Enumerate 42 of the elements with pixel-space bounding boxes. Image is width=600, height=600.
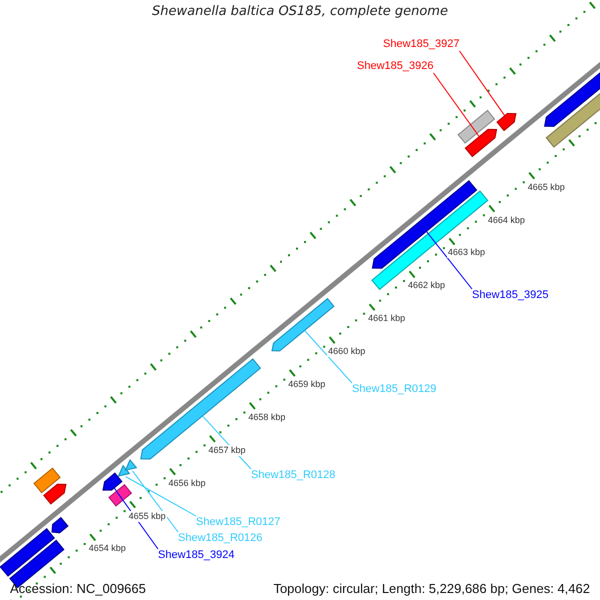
gene-label: Shew185_3924	[158, 549, 234, 562]
tick-label: 4654 kbp	[88, 543, 127, 554]
gene-marker	[118, 464, 130, 477]
gene-label: Shew185_R0127	[196, 516, 280, 529]
gene-label: Shew185_3926	[357, 60, 434, 73]
gene-bar	[371, 190, 488, 290]
leader-line	[433, 72, 480, 138]
gene-feature	[496, 113, 516, 132]
gene-feature	[544, 70, 600, 127]
gene-label: Shew185_R0128	[251, 469, 336, 482]
gene-marker	[124, 459, 138, 471]
gene-label: Shew185_3925	[472, 289, 548, 302]
gene-bar	[457, 110, 496, 144]
leader-line	[459, 50, 506, 116]
gene-bar	[0, 528, 55, 577]
gene-label: Shew185_R0126	[178, 532, 262, 545]
gene-bar	[33, 468, 61, 494]
tick-label: 4657 kbp	[207, 444, 246, 456]
tick-label: 4660 kbp	[327, 346, 366, 358]
gene-label: Shew185_3927	[383, 38, 460, 51]
accession-number: Accession: NC_009665	[10, 581, 146, 596]
tick-label: 4656 kbp	[168, 478, 207, 489]
leader-line	[125, 476, 196, 516]
gene-feature	[51, 516, 69, 534]
genome-summary: Topology: circular; Length: 5,229,686 bp; Genes: 4,462	[273, 581, 590, 596]
leader-line	[132, 470, 178, 532]
leader-line	[304, 330, 352, 384]
tick-label: 4665 kbp	[526, 182, 566, 193]
tick-label: 4663 kbp	[446, 247, 486, 258]
leader-line	[426, 230, 472, 290]
tick-label: 4658 kbp	[247, 412, 286, 423]
tick-label: 4661 kbp	[367, 313, 406, 324]
map-title: Shewanella baltica OS185, complete genome	[152, 4, 448, 19]
tick-label: 4662 kbp	[407, 280, 446, 292]
gene-label: Shew185_R0129	[352, 383, 436, 396]
tick-label: 4659 kbp	[287, 379, 326, 390]
gene-feature	[43, 484, 66, 505]
gene-feature	[102, 472, 123, 491]
gene-feature	[464, 128, 498, 158]
tick-label: 4655 kbp	[128, 510, 167, 522]
gene-bar	[108, 484, 132, 507]
tick-label: 4664 kbp	[486, 214, 526, 226]
